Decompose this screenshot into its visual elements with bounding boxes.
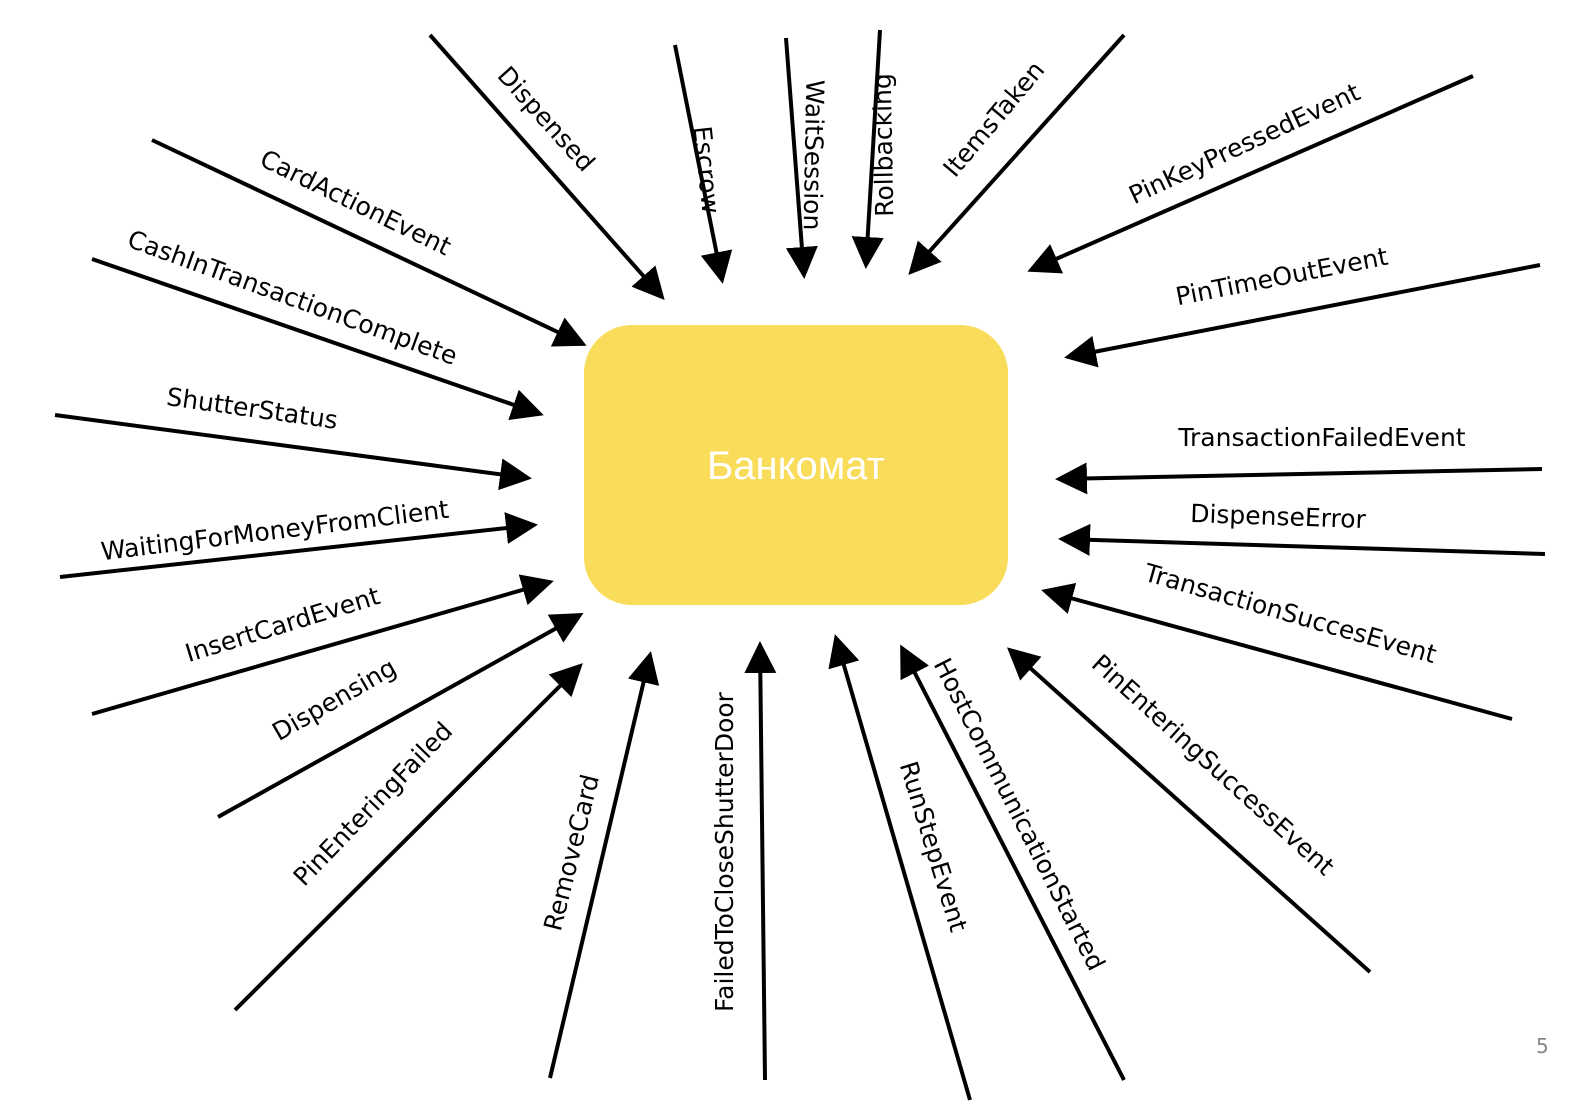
event-arrow <box>428 33 665 300</box>
event-label: Dispensing <box>267 653 401 747</box>
event-label: PinEnteringSuccessEvent <box>1086 649 1340 882</box>
event-arrow <box>1055 462 1543 495</box>
event-label: PinKeyPressedEvent <box>1124 77 1364 210</box>
event-arrow <box>1007 647 1372 974</box>
event-label: CashInTransactionComplete <box>124 224 461 370</box>
event-label: ShutterStatus <box>165 382 340 435</box>
event-arrow <box>217 613 584 819</box>
event-arrow <box>1027 74 1474 274</box>
event-arrow <box>233 663 583 1012</box>
event-label: PinEnteringFailed <box>288 716 459 891</box>
event-label: FailedToCloseShutterDoor <box>710 691 739 1012</box>
event-label: ItemsTaken <box>937 56 1050 183</box>
event-arrow <box>548 651 660 1079</box>
event-arrow <box>828 634 972 1101</box>
event-arrows <box>54 29 1546 1101</box>
event-label: Rollbacking <box>868 73 900 217</box>
event-label: DispenseError <box>1190 499 1367 534</box>
event-arrow <box>673 44 733 284</box>
event-arrow <box>851 29 884 269</box>
event-arrow <box>1058 523 1546 556</box>
event-label: RunStepEvent <box>894 758 973 935</box>
event-label: RemoveCard <box>538 772 605 934</box>
event-arrow <box>151 138 587 347</box>
atm-title: Банкомат <box>707 444 885 488</box>
event-arrow <box>59 512 538 579</box>
event-arrow <box>54 413 532 491</box>
event-arrow <box>908 33 1126 275</box>
event-label: WaitSession <box>798 79 830 230</box>
event-arrow <box>91 257 544 420</box>
slide-number: 5 <box>1536 1034 1549 1058</box>
event-arrow <box>91 574 554 716</box>
event-arrow <box>1041 582 1513 721</box>
event-label: Dispensed <box>492 61 601 177</box>
event-label: TransactionSuccesEvent <box>1140 558 1440 670</box>
event-label: TransactionFailedEvent <box>1177 423 1465 452</box>
atm-node: Банкомат <box>584 325 1008 605</box>
event-arrow <box>900 644 1126 1081</box>
event-arrow <box>784 37 818 279</box>
atm-box <box>584 325 1008 605</box>
event-label: InsertCardEvent <box>182 581 384 668</box>
event-arrow <box>744 641 777 1081</box>
event-arrow <box>1064 263 1541 368</box>
event-label: WaitingForMoneyFromClient <box>99 495 450 566</box>
event-label: Escrow <box>687 125 725 216</box>
